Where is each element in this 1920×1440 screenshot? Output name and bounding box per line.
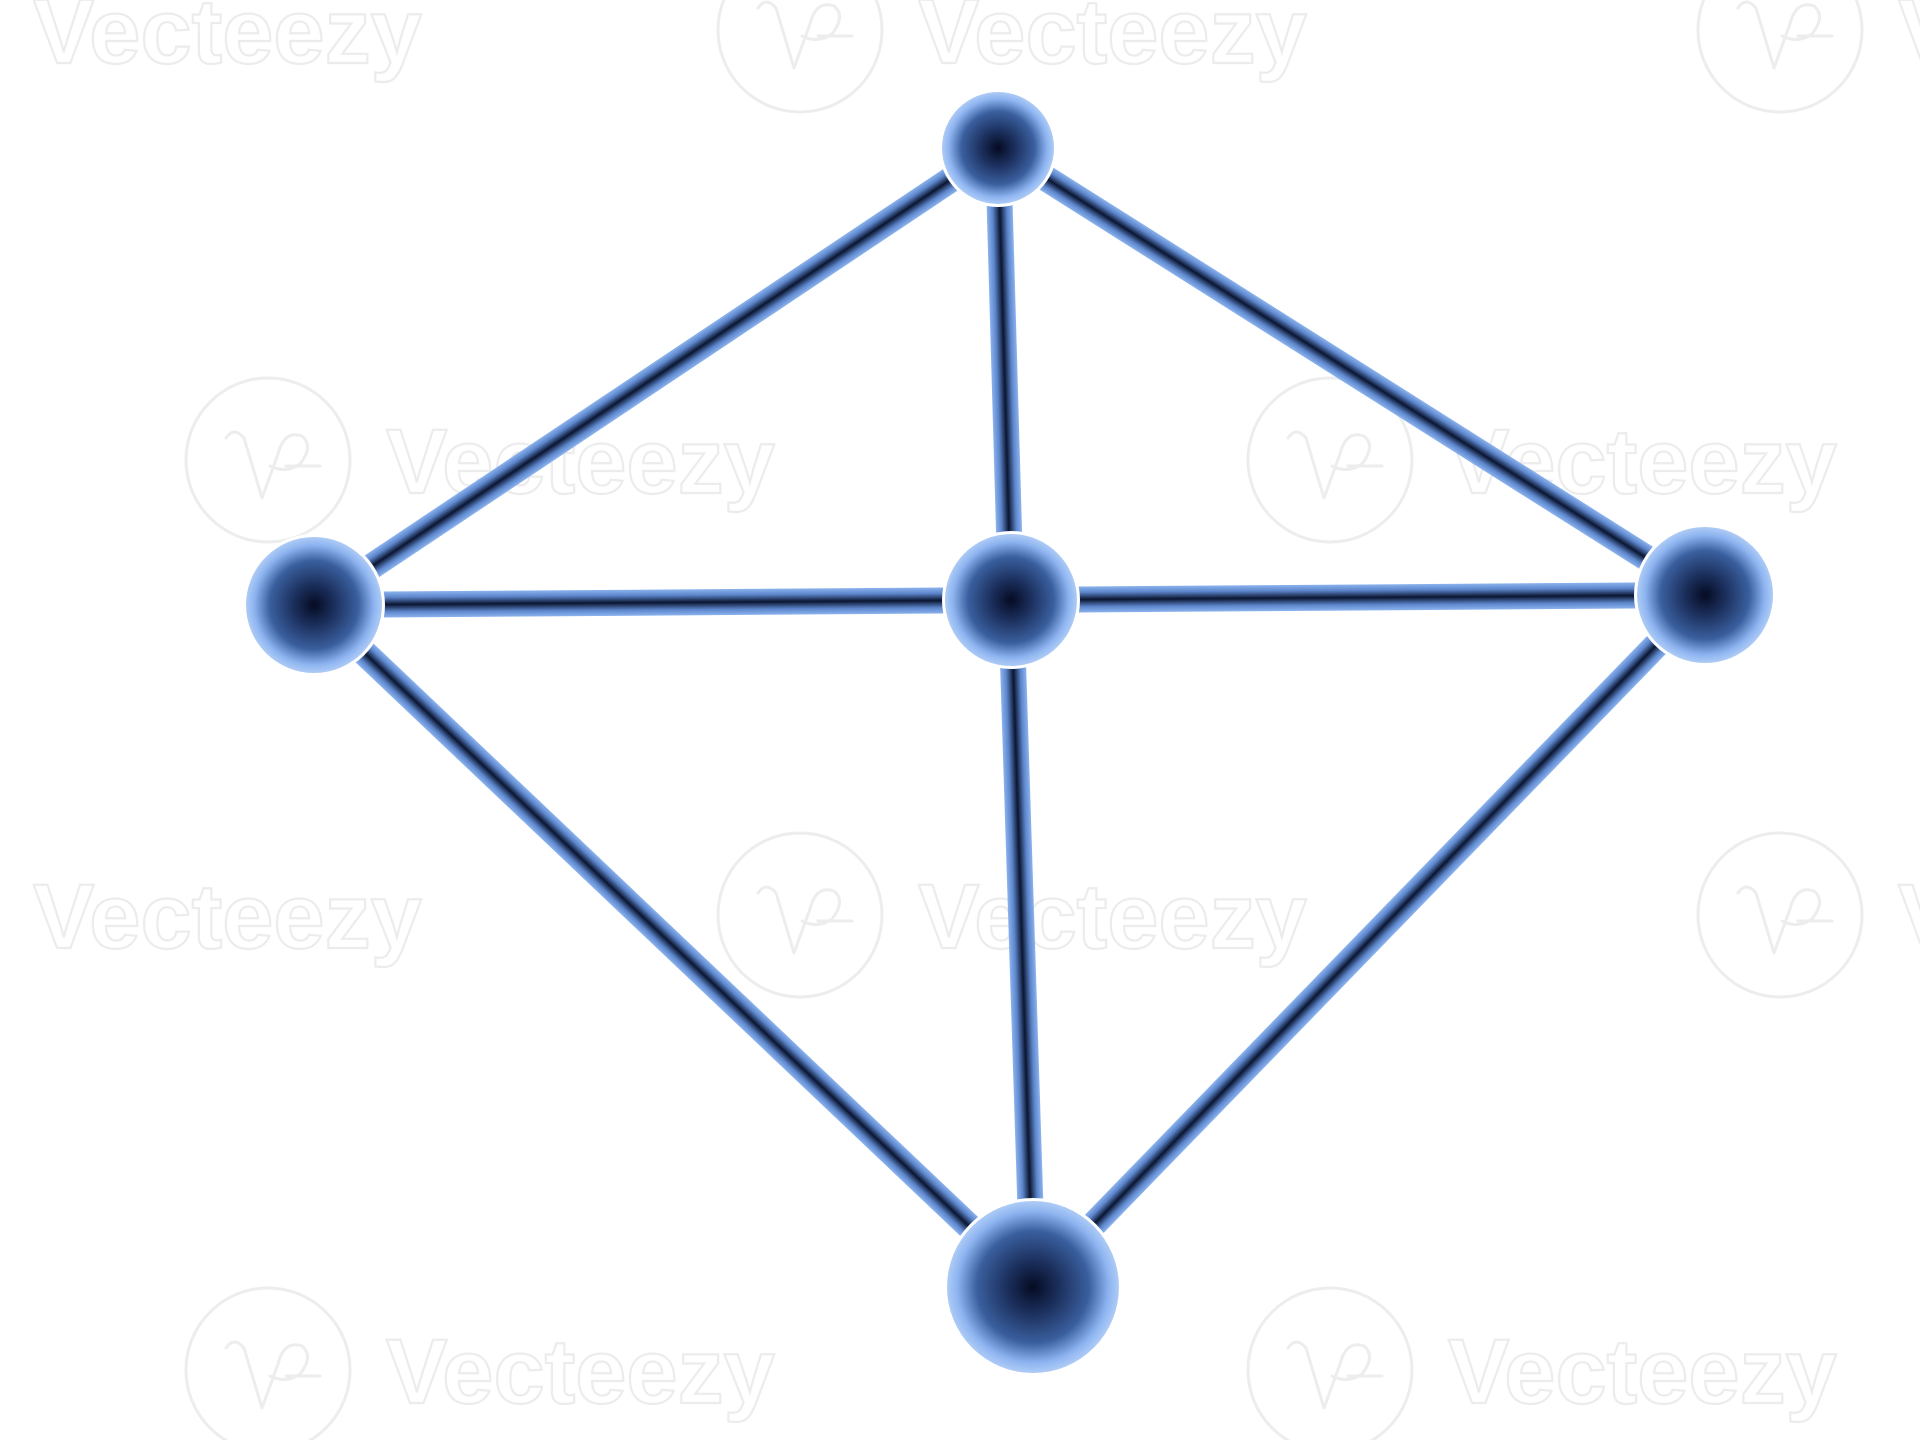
watermark-logo-icon: Vecteezy bbox=[184, 1286, 776, 1440]
watermark-logo-icon: Vecteezy bbox=[184, 376, 776, 544]
svg-text:Vecteezy: Vecteezy bbox=[918, 0, 1307, 83]
link-top-right bbox=[985, 135, 1718, 608]
watermark-logo-icon: Vecteezy bbox=[1696, 0, 1920, 114]
node-left bbox=[246, 537, 382, 673]
svg-text:Vecteezy: Vecteezy bbox=[33, 866, 422, 968]
node-layer bbox=[243, 89, 1776, 1376]
svg-text:Vecteezy: Vecteezy bbox=[33, 0, 422, 83]
node-top bbox=[942, 92, 1054, 204]
watermark-logo-icon: Vecteezy bbox=[716, 831, 1308, 999]
edge-layer bbox=[301, 135, 1718, 1300]
svg-text:Vecteezy: Vecteezy bbox=[1898, 0, 1920, 83]
link-center-bottom bbox=[998, 587, 1046, 1300]
watermark-logo-icon: Vecteezy bbox=[716, 0, 1308, 114]
svg-text:Vecteezy: Vecteezy bbox=[386, 1321, 775, 1423]
node-right bbox=[1637, 527, 1773, 663]
node-bottom bbox=[947, 1201, 1119, 1373]
node-center bbox=[945, 534, 1077, 666]
link-left-bottom bbox=[301, 592, 1046, 1300]
watermark-logo-icon: Vecteezy bbox=[32, 0, 423, 84]
watermark-logo-icon: Vecteezy bbox=[1246, 376, 1838, 544]
watermark-logo-icon: Vecteezy bbox=[32, 865, 423, 969]
svg-text:Vecteezy: Vecteezy bbox=[1898, 866, 1920, 968]
svg-text:Vecteezy: Vecteezy bbox=[918, 866, 1307, 968]
watermark-logo-icon: Vecteezy bbox=[1246, 1286, 1838, 1440]
link-center-right bbox=[998, 582, 1718, 613]
link-top-left bbox=[301, 135, 1011, 618]
svg-text:Vecteezy: Vecteezy bbox=[1448, 1321, 1837, 1423]
watermark-logo-icon: Vecteezy bbox=[1696, 831, 1920, 999]
link-right-bottom bbox=[1020, 582, 1718, 1300]
link-left-center bbox=[301, 587, 1024, 618]
link-top-center bbox=[985, 135, 1024, 613]
